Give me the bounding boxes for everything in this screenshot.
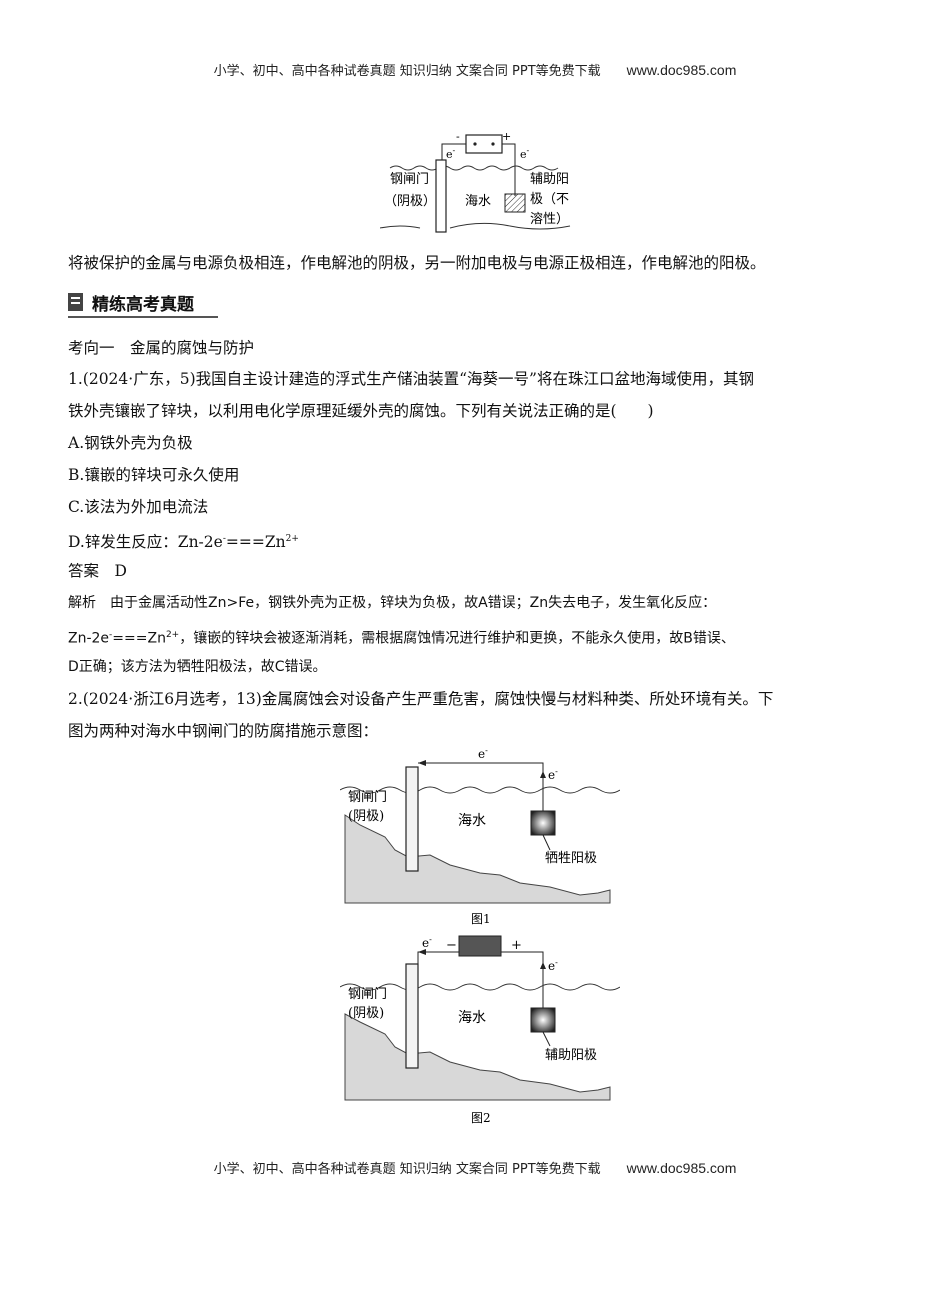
electron-label-right: e-: [548, 958, 558, 973]
figure-2-caption: 图2: [471, 1111, 491, 1125]
gate-label-2: (阴极): [348, 1006, 384, 1021]
direction-label: 考向一 金属的腐蚀与防护: [68, 339, 255, 357]
plus-sign: +: [502, 130, 511, 143]
anode-label: 辅助阳极: [545, 1048, 597, 1063]
plus-sign: +: [511, 938, 522, 953]
page-header: 小学、初中、高中各种试卷真题 知识归纳 文案合同 PPT等免费下载 www.doc…: [0, 60, 950, 79]
gate-label: 钢闸门: [348, 790, 387, 805]
seabed-line: [380, 222, 571, 230]
anode-label: 牺牲阳极: [545, 851, 597, 866]
figure-1-caption: 图1: [471, 912, 491, 926]
q1-answer: 答案 D: [68, 562, 127, 580]
water-surface: [389, 165, 559, 171]
figure-1-sacrificial-anode: e- e- 钢闸门 (阴极) 海水 牺牲阳极 图1: [340, 746, 620, 926]
gate-label: 钢闸门: [390, 172, 429, 187]
seabed: [344, 814, 611, 904]
auxiliary-anode-block: [530, 1007, 556, 1033]
section-heading: 精练高考真题: [68, 290, 218, 318]
steel-gate: [405, 963, 419, 1069]
minus-sign: −: [446, 938, 457, 953]
water-surface: [340, 786, 620, 794]
steel-gate: [405, 766, 419, 872]
electron-label-left: e-: [446, 146, 456, 161]
gate-label-2: (阴极): [348, 809, 384, 824]
sea-label: 海水: [458, 1010, 486, 1026]
q1-stem-line1: 1.(2024·广东，5)我国自主设计建造的浮式生产储油装置“海葵一号”将在珠江…: [68, 370, 754, 388]
minus-sign: -: [456, 130, 460, 143]
section-title: 精练高考真题: [92, 295, 194, 315]
wire-right: [502, 143, 516, 196]
q2-stem-line2: 图为两种对海水中钢闸门的防腐措施示意图：: [68, 722, 379, 740]
q1-explanation-line2: Zn-2e-===Zn2+，镶嵌的锌块会被逐渐消耗，需根据腐蚀情况进行维护和更换…: [68, 630, 735, 647]
seabed: [344, 1013, 611, 1101]
q1-explanation-line1: 解析 由于金属活动性Zn>Fe，钢铁外壳为正极，锌块为负极，故A错误；Zn失去电…: [68, 595, 717, 611]
electron-label: e-: [478, 746, 488, 761]
figure-2-impressed-current: − + e- e- 钢闸门 (阴极) 海水 辅助阳极 图2: [340, 935, 620, 1125]
page-footer: 小学、初中、高中各种试卷真题 知识归纳 文案合同 PPT等免费下载 www.doc…: [0, 1158, 950, 1177]
q1-stem-line2: 铁外壳镶嵌了锌块，以利用电化学原理延缓外壳的腐蚀。下列有关说法正确的是( ): [68, 402, 654, 420]
footer-site: www.doc985.com: [626, 1160, 737, 1176]
arrow-head: [418, 760, 426, 766]
wire: [418, 762, 544, 815]
arrow-up: [540, 771, 546, 778]
intro-text: 将被保护的金属与电源负极相连，作电解池的阴极，另一附加电极与电源正极相连，作电解…: [68, 254, 766, 272]
water-surface: [340, 983, 620, 991]
q1-option-a: A.钢铁外壳为负极: [68, 434, 193, 452]
anode-label-1: 辅助阳: [530, 172, 569, 187]
header-text: 小学、初中、高中各种试卷真题 知识归纳 文案合同 PPT等免费下载: [213, 64, 601, 79]
footer-text: 小学、初中、高中各种试卷真题 知识归纳 文案合同 PPT等免费下载: [213, 1162, 601, 1177]
q1-option-c: C.该法为外加电流法: [68, 498, 209, 516]
q1-option-b: B.镶嵌的锌块可永久使用: [68, 466, 240, 484]
anode-label-2: 极（不: [530, 192, 569, 207]
wire-left: [441, 143, 466, 166]
wire-right: [501, 951, 544, 1012]
sacrificial-anode-block: [530, 810, 556, 836]
auxiliary-anode: [504, 193, 526, 213]
header-site: www.doc985.com: [626, 62, 737, 78]
sea-label: 海水: [458, 813, 486, 829]
sea-label: 海水: [465, 194, 491, 209]
anode-label-3: 溶性）: [530, 212, 569, 227]
q2-stem-line1: 2.(2024·浙江6月选考，13)金属腐蚀会对设备产生严重危害，腐蚀快慢与材料…: [68, 690, 774, 708]
power-source: [465, 134, 503, 154]
gate-label: 钢闸门: [348, 987, 387, 1002]
impressed-current-diagram: - + e- e- 钢闸门 （阴极） 海水 辅助阳 极（不 溶性）: [380, 130, 571, 233]
electron-label-right: e-: [520, 146, 530, 161]
electron-label-left: e-: [422, 935, 432, 950]
power-source: [458, 935, 502, 957]
q1-option-d: D.锌发生反应：Zn-2e-===Zn2+: [68, 533, 299, 552]
gate-label-2: （阴极）: [384, 194, 436, 209]
steel-gate: [435, 159, 447, 233]
electron-label-right: e-: [548, 767, 558, 782]
q1-explanation-line3: D正确；该方法为牺牲阳极法，故C错误。: [68, 659, 327, 675]
